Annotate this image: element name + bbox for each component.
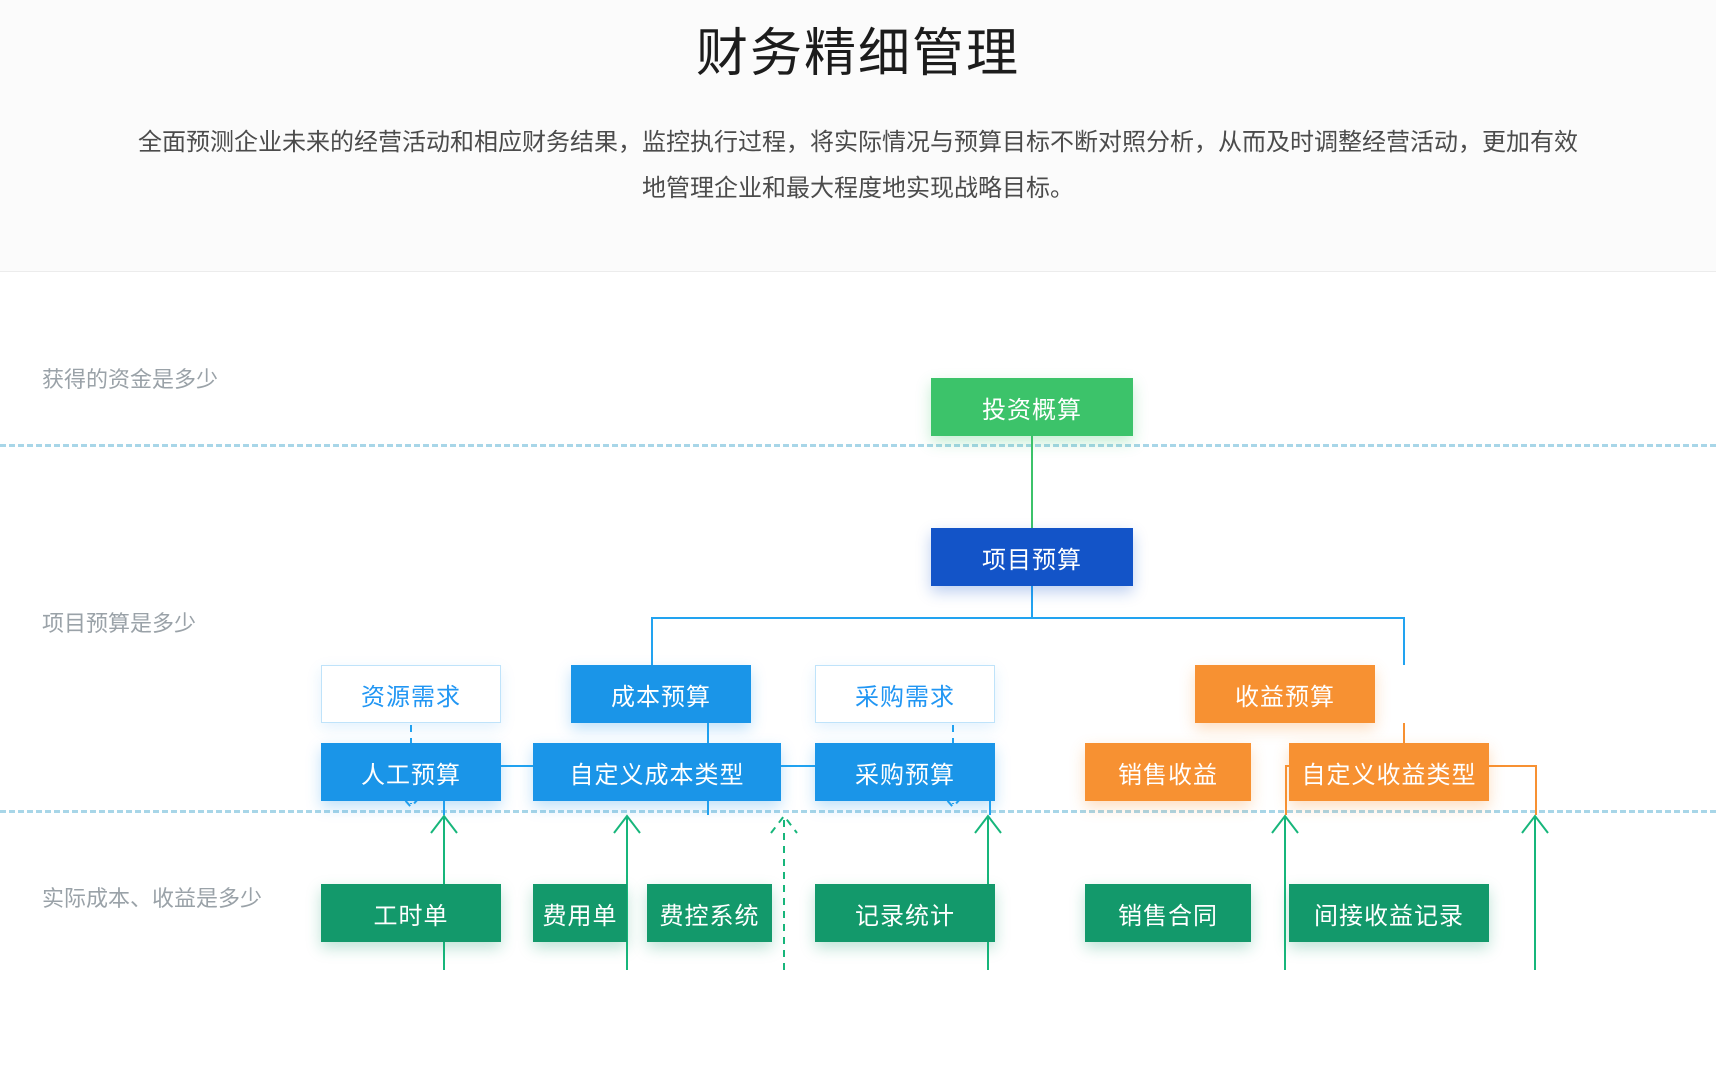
connector-investment-to-project: [1031, 436, 1033, 528]
node-cost-budget[interactable]: 成本预算: [571, 665, 751, 723]
connector-project-drop: [1031, 586, 1033, 617]
node-custom-cost-type[interactable]: 自定义成本类型: [533, 743, 781, 801]
band-separator-1: [0, 444, 1716, 447]
diagram-canvas: 获得的资金是多少 项目预算是多少 实际成本、收益是多少: [0, 272, 1716, 1083]
node-indirect-revenue-record[interactable]: 间接收益记录: [1289, 884, 1489, 942]
band-label-actuals: 实际成本、收益是多少: [42, 886, 263, 911]
arrow-indirect-revenue-record-to-custom-revenue-type: [1521, 814, 1549, 970]
node-revenue-budget[interactable]: 收益预算: [1195, 665, 1375, 723]
connector-project-bus: [651, 617, 1403, 619]
node-expense-control-system[interactable]: 费控系统: [647, 884, 772, 942]
connector-bus-to-revenue-budget: [1403, 617, 1405, 665]
node-timesheet[interactable]: 工时单: [321, 884, 501, 942]
connector-bus-to-sales-revenue: [1285, 765, 1287, 815]
node-labor-budget[interactable]: 人工预算: [321, 743, 501, 801]
arrow-expense-control-system-to-custom-cost-type: [770, 814, 798, 970]
node-purchase-budget[interactable]: 采购预算: [815, 743, 995, 801]
node-purchase-demand[interactable]: 采购需求: [815, 665, 995, 723]
node-resource-demand[interactable]: 资源需求: [321, 665, 501, 723]
connector-bus-to-cost-budget: [651, 617, 653, 665]
page-title: 财务精细管理: [695, 25, 1020, 83]
node-record-statistics[interactable]: 记录统计: [815, 884, 995, 942]
node-project-budget[interactable]: 项目预算: [931, 528, 1133, 586]
connector-bus-to-custom-revenue-type: [1535, 765, 1537, 815]
node-custom-revenue-type[interactable]: 自定义收益类型: [1289, 743, 1489, 801]
page-subtitle: 全面预测企业未来的经营活动和相应财务结果，监控执行过程，将实际情况与预算目标不断…: [138, 129, 1578, 202]
node-investment-estimate[interactable]: 投资概算: [931, 378, 1133, 436]
band-label-funding: 获得的资金是多少: [42, 367, 219, 392]
node-sales-contract[interactable]: 销售合同: [1085, 884, 1251, 942]
band-separator-2: [0, 810, 1716, 813]
node-sales-revenue[interactable]: 销售收益: [1085, 743, 1251, 801]
node-expense-form[interactable]: 费用单: [533, 884, 627, 942]
page-header: 财务精细管理 全面预测企业未来的经营活动和相应财务结果，监控执行过程，将实际情况…: [0, 0, 1716, 272]
band-label-budget: 项目预算是多少: [42, 611, 197, 636]
